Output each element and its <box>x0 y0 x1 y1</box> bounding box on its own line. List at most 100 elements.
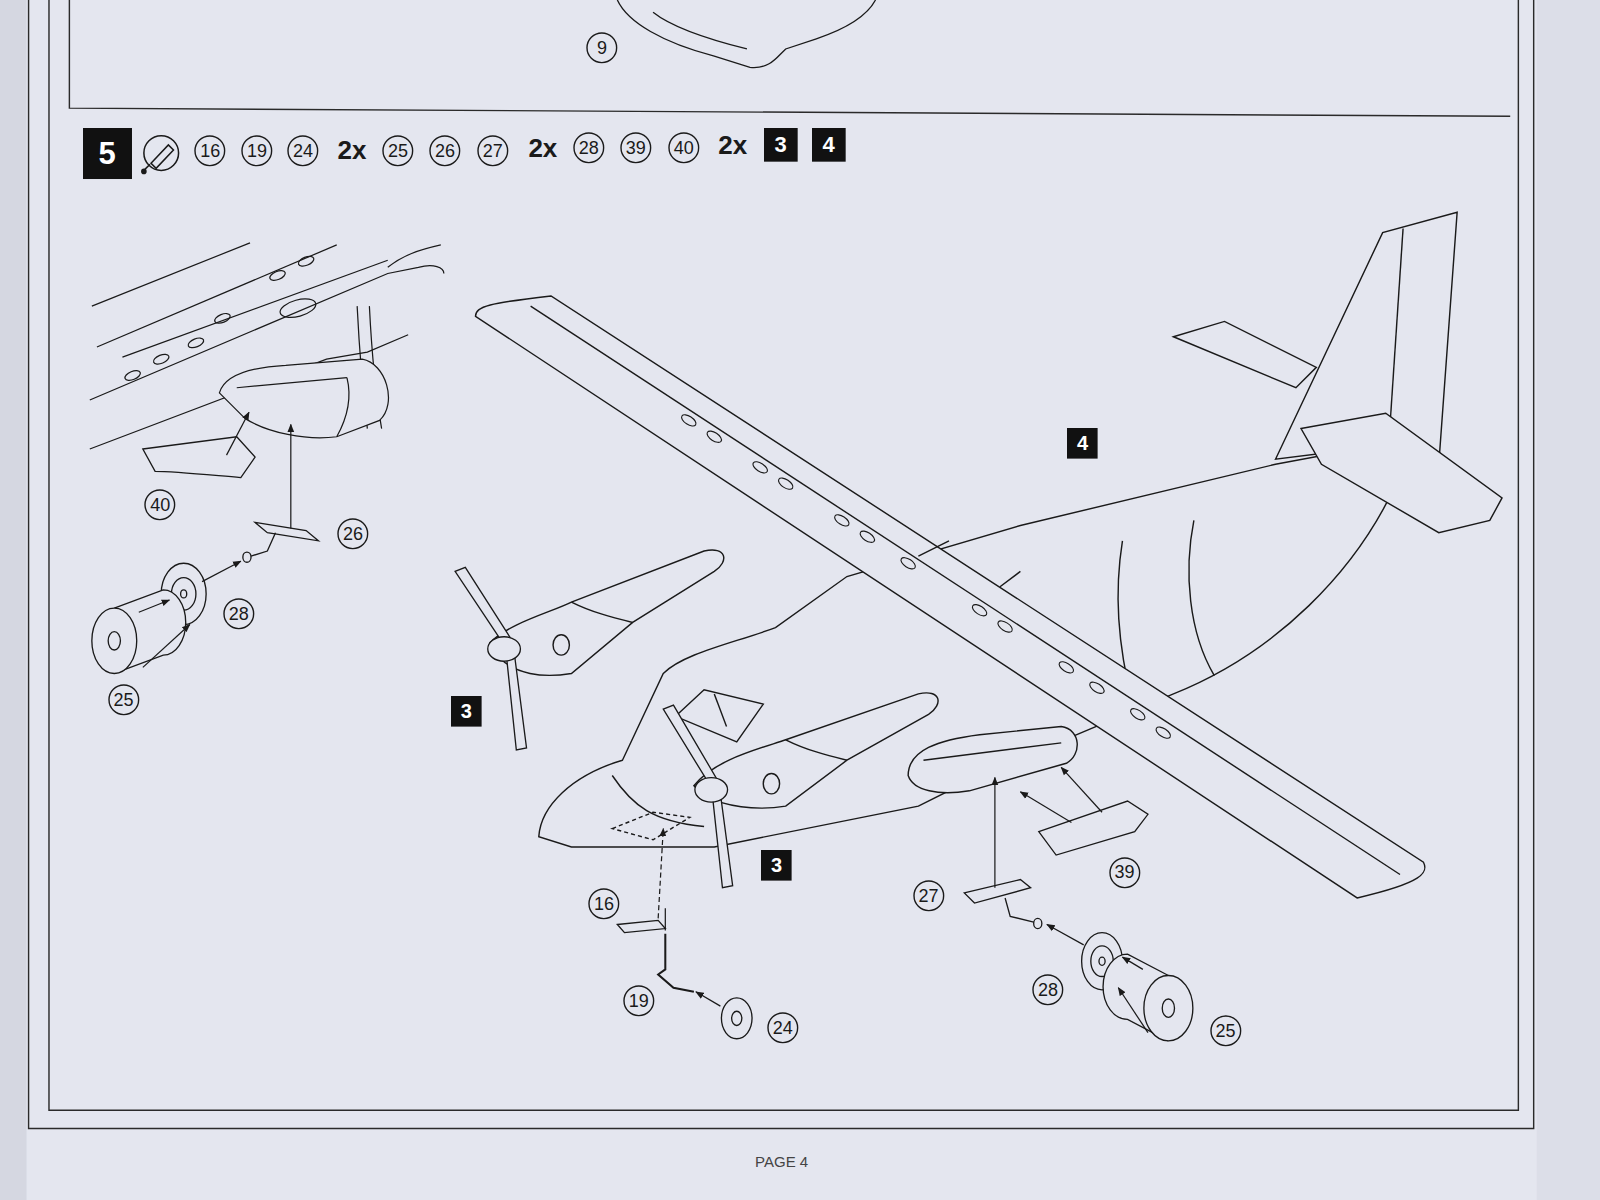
step-box-fill <box>451 696 482 727</box>
step-box: 3 <box>764 128 798 162</box>
step-number: 3 <box>771 855 782 875</box>
aircraft-wing <box>680 413 698 429</box>
callout-number: 16 <box>200 142 220 160</box>
callout-circle-outline <box>589 889 619 919</box>
callout-number: 25 <box>1215 1022 1235 1040</box>
leader-arrow <box>143 624 190 667</box>
glue-icon <box>142 136 179 174</box>
leader-arrow <box>1020 792 1071 823</box>
aircraft-wing <box>1057 659 1075 675</box>
callout-circle-outline <box>242 136 272 166</box>
callout-circle-outline <box>288 136 318 166</box>
page-frame <box>69 0 1510 116</box>
callout-number: 39 <box>626 139 646 157</box>
landing-gear-parts <box>1162 999 1174 1017</box>
landing-gear-parts <box>1144 976 1193 1041</box>
part-9-drawing <box>617 0 875 68</box>
leader-arrow <box>290 424 291 528</box>
engine-nacelle <box>553 635 569 655</box>
propeller <box>695 778 728 802</box>
leader-arrow <box>696 992 720 1006</box>
callout-circle-outline <box>1033 975 1063 1005</box>
callout-circle-outline <box>478 136 508 166</box>
step-box-fill <box>1067 428 1098 459</box>
callout-number: 26 <box>435 142 455 160</box>
callout-number: 24 <box>773 1019 793 1037</box>
callout-circle: 26 <box>429 135 461 167</box>
callout-circle-outline <box>768 1013 798 1043</box>
engine-nacelle <box>490 550 1077 808</box>
callout-circle-outline <box>1211 1016 1241 1046</box>
aircraft-wing <box>918 541 1020 587</box>
glue-icon <box>145 164 150 169</box>
page-frame <box>49 0 1518 1110</box>
callout-circle-outline <box>574 133 604 163</box>
landing-gear-parts <box>721 998 752 1039</box>
step-box: 5 <box>83 128 132 179</box>
aircraft-fuselage <box>539 212 1502 847</box>
propeller <box>455 567 733 887</box>
propeller <box>712 794 732 888</box>
leader-arrow <box>665 908 666 930</box>
glue-icon <box>142 169 146 173</box>
aircraft-wing <box>833 513 851 529</box>
aircraft-wing <box>1088 680 1106 696</box>
aircraft-fuselage <box>1390 229 1403 429</box>
callout-circle-outline <box>383 136 413 166</box>
detail-parts <box>143 437 255 478</box>
wing-detail <box>124 369 142 383</box>
callout-circle: 40 <box>144 489 176 521</box>
callout-circle: 27 <box>913 880 945 912</box>
engine-nacelle <box>490 550 724 675</box>
aircraft-wing <box>680 413 1173 741</box>
callout-circle: 28 <box>573 132 605 164</box>
leader-arrow <box>1061 767 1102 812</box>
callout-number: 28 <box>229 605 249 623</box>
landing-gear-parts <box>1099 957 1105 965</box>
wing-detail <box>237 378 347 388</box>
leader-arrow <box>658 829 663 919</box>
callout-circle: 16 <box>588 888 620 920</box>
callout-circle: 25 <box>108 684 140 716</box>
aircraft-wing <box>751 459 769 475</box>
paper <box>1537 0 1600 1200</box>
aircraft-wing <box>476 296 1425 898</box>
engine-nacelle <box>923 743 1061 760</box>
callout-number: 27 <box>483 142 503 160</box>
aircraft-wing <box>1154 725 1172 741</box>
callout-circle: 24 <box>767 1012 799 1044</box>
wing-detail <box>92 243 250 306</box>
leader-arrow <box>202 561 241 581</box>
engine-nacelle <box>786 740 847 760</box>
wing-detail <box>213 312 231 326</box>
landing-gear-parts <box>732 1011 742 1025</box>
landing-gear-parts <box>1005 898 1035 922</box>
step-number: 5 <box>99 138 116 169</box>
leader-arrow <box>658 767 1148 1032</box>
callout-circle: 28 <box>223 598 255 630</box>
callout-number: 24 <box>293 142 313 160</box>
landing-gear-parts <box>617 920 665 932</box>
callout-circle-outline <box>669 133 699 163</box>
wing-detail <box>90 243 444 449</box>
propeller <box>488 637 521 661</box>
callout-circle-outline <box>430 136 460 166</box>
callout-circle: 16 <box>194 135 226 167</box>
callout-number: 19 <box>247 142 267 160</box>
detail-parts <box>92 437 319 674</box>
callout-circle-outline <box>914 881 944 911</box>
aircraft-wing <box>996 619 1014 635</box>
leader-arrow <box>1118 988 1148 1033</box>
callout-number: 28 <box>579 139 599 157</box>
quantity-mark: 2x <box>718 132 747 158</box>
landing-gear-parts <box>658 934 694 992</box>
aircraft-wing <box>705 429 723 445</box>
glue-icon <box>144 136 179 171</box>
callout-number: 39 <box>1114 863 1134 881</box>
engine-nacelle <box>763 773 779 793</box>
aircraft-fuselage <box>1189 520 1214 675</box>
callout-number: 28 <box>1038 981 1058 999</box>
callout-circle: 40 <box>668 132 700 164</box>
page-number: PAGE 4 <box>755 1154 808 1169</box>
